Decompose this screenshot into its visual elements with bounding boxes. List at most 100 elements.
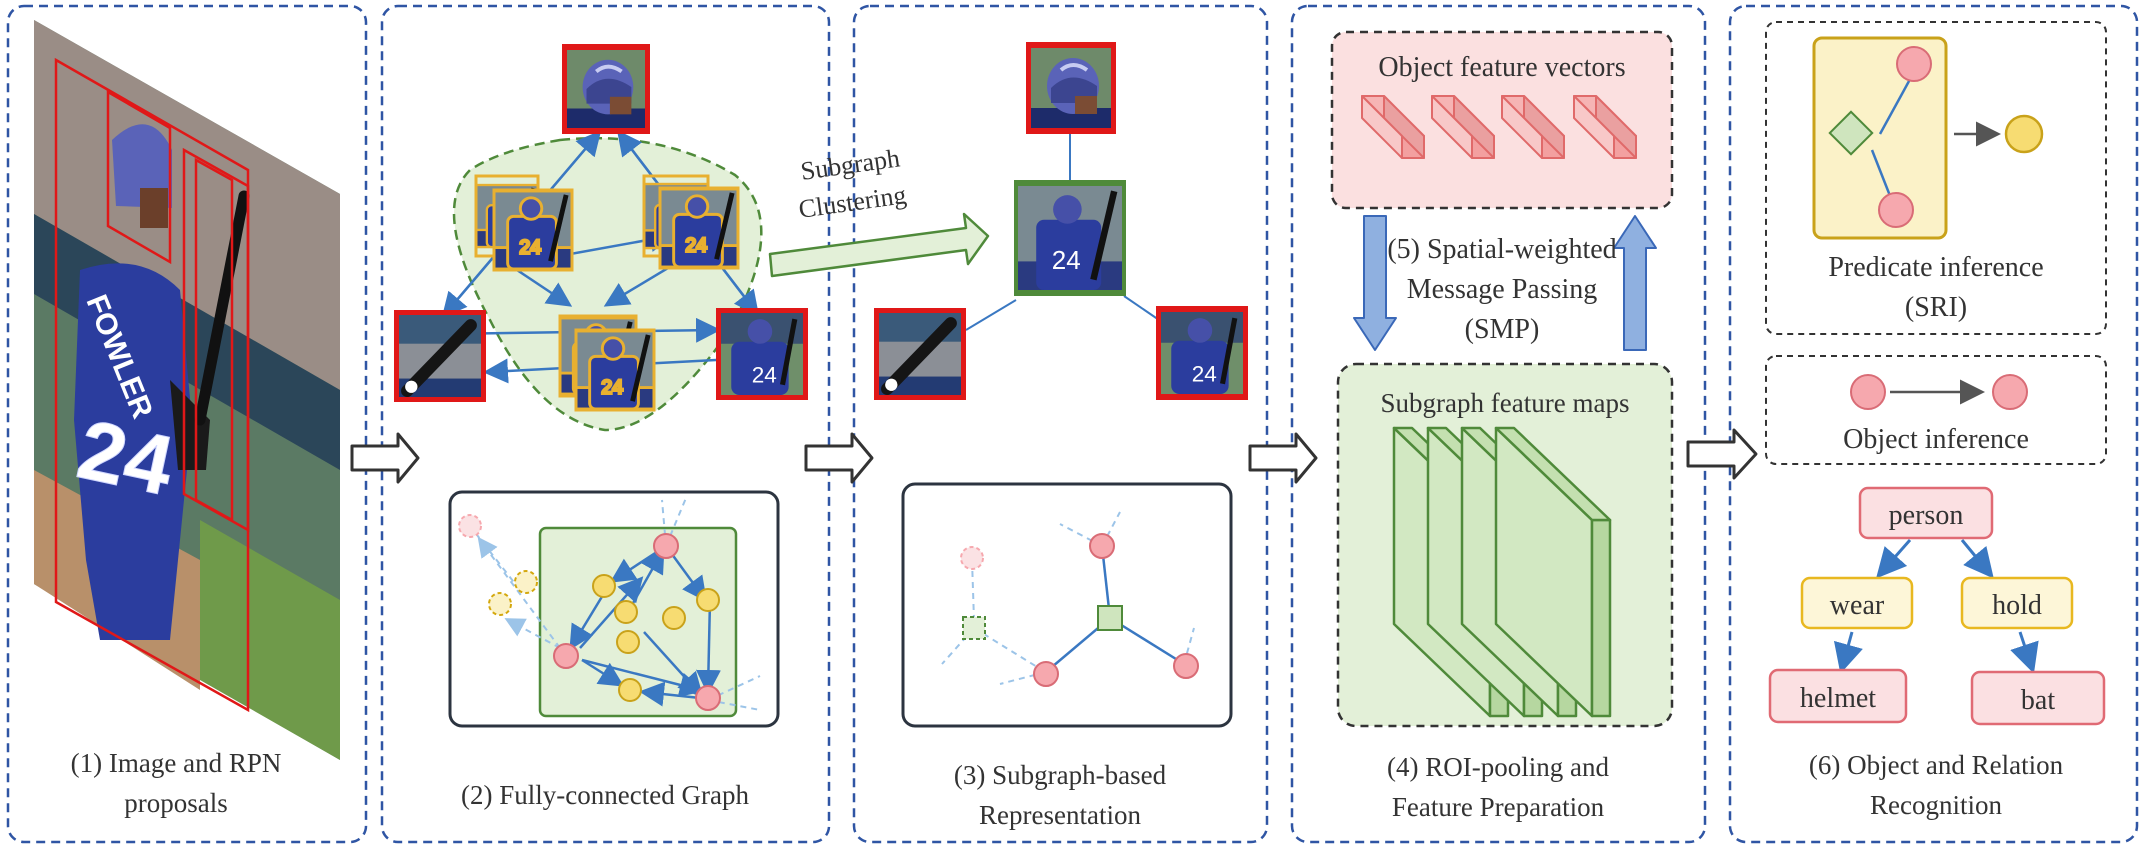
predicate-subgraph-node	[1828, 110, 1874, 156]
subgraph-representation	[874, 42, 1248, 400]
caption-4-line-1: (4) ROI-pooling and	[1387, 752, 1609, 782]
person-crop	[1161, 312, 1243, 394]
edge	[626, 547, 665, 613]
predicate-subgraph-card	[1812, 36, 1948, 240]
object-inference-label: Object inference	[1843, 424, 2029, 455]
node-subgraph	[662, 606, 686, 630]
scene-node-helmet	[1768, 668, 1908, 724]
node-object-ghost	[960, 546, 984, 570]
object-proposals	[394, 44, 808, 402]
panel-3-border	[852, 4, 1269, 844]
node-subgraph	[592, 574, 616, 598]
node-subgraph	[618, 678, 642, 702]
node-object	[1173, 653, 1199, 679]
bat-crop	[879, 313, 961, 395]
message-passing-arrows	[1353, 215, 1657, 351]
edge	[581, 658, 625, 687]
panel-1-border	[6, 4, 368, 844]
predicate-label-line-1: Predicate inference	[1828, 252, 2043, 283]
abstract-graph-nodes	[458, 514, 721, 711]
caption-6-line-1: (6) Object and Relation	[1809, 750, 2064, 780]
caption-3-line-2: Representation	[979, 800, 1141, 830]
panel-4-border	[1290, 4, 1707, 844]
clustering-label-line-1: Subgraph	[799, 143, 902, 186]
image-grass	[200, 520, 340, 760]
subgraph-abstract-frame	[901, 482, 1233, 728]
proposal-box-helmet	[106, 89, 172, 265]
scene-node-bat-label: bat	[2021, 685, 2055, 716]
proposal-box-torso	[194, 157, 234, 523]
predicate-object-node	[1896, 46, 1932, 82]
node-subgraph	[614, 600, 638, 624]
edge	[695, 599, 721, 695]
feature-vector	[1361, 95, 1425, 159]
scene-graph: person wear hold helmet bat	[1768, 486, 2106, 726]
edge	[643, 631, 704, 698]
bat-shape	[194, 190, 250, 426]
node-subgraph-ghost	[488, 592, 512, 616]
scene-node-wear-label: wear	[1830, 590, 1885, 621]
subgraph-feature-maps	[1392, 426, 1612, 718]
caption-6-line-2: Recognition	[1870, 790, 2002, 820]
panel-2-border	[380, 4, 831, 844]
image-crowd	[34, 20, 340, 390]
predicate-output-node	[2004, 114, 2044, 154]
jersey-number: 24	[70, 402, 181, 513]
helmet-crop	[567, 49, 645, 129]
player-face	[140, 188, 168, 228]
object-inference-output	[1992, 374, 2028, 410]
caption-3-line-1: (3) Subgraph-based	[954, 760, 1167, 790]
caption-1-line-2: proposals	[124, 788, 228, 818]
node-subgraph-ghost	[962, 616, 986, 640]
predicate-object-node	[1878, 192, 1914, 228]
node-object	[653, 533, 679, 559]
feature-vector	[1431, 95, 1495, 159]
person-crop	[721, 313, 803, 395]
clustering-label-line-2: Clustering	[797, 180, 908, 224]
proposal-box-person	[54, 57, 250, 713]
up-arrow	[1613, 215, 1657, 351]
subgraph-abstract-graph	[941, 511, 1199, 687]
scene-node-person-label: person	[1889, 500, 1964, 531]
stage-arrows	[350, 428, 1758, 484]
subgraph-crop	[1018, 186, 1122, 290]
node-object	[695, 685, 721, 711]
player-arm	[170, 380, 210, 470]
scene-node-person	[1858, 486, 1994, 540]
object-inference-input	[1850, 374, 1886, 410]
node-subgraph-ghost	[514, 570, 538, 594]
node-object	[1033, 661, 1059, 687]
subgraph-box	[574, 328, 656, 412]
clustering-arrow: Subgraph Clustering	[768, 143, 990, 278]
caption-1-line-1: (1) Image and RPN	[71, 748, 282, 778]
feature-map	[1494, 426, 1612, 718]
panel-borders	[6, 4, 2139, 844]
subgraph-box	[492, 188, 574, 272]
node-object-ghost	[458, 514, 482, 538]
node-subgraph	[1097, 605, 1123, 631]
node-subgraph	[616, 630, 640, 654]
down-arrow	[1353, 215, 1397, 351]
smp-line-1: (5) Spatial-weighted	[1387, 234, 1616, 265]
edge	[569, 589, 608, 651]
panel-6-border	[1728, 4, 2139, 844]
scene-node-bat	[1970, 670, 2106, 726]
caption-4-line-2: Feature Preparation	[1392, 792, 1605, 822]
predicate-label-line-2: (SRI)	[1905, 292, 1967, 323]
subgraph-feature-title: Subgraph feature maps	[1381, 388, 1630, 418]
stage-arrow-1	[350, 432, 420, 484]
node-subgraph	[696, 588, 720, 612]
caption-2: (2) Fully-connected Graph	[461, 780, 749, 810]
object-feature-box	[1330, 30, 1674, 210]
subgraph-proposals	[474, 174, 740, 412]
object-feature-title: Object feature vectors	[1378, 52, 1625, 83]
smp-line-3: (SMP)	[1465, 314, 1540, 345]
scene-node-wear	[1800, 576, 1914, 630]
stage-arrow-4	[1686, 428, 1758, 480]
scene-node-hold	[1960, 576, 2074, 630]
smp-line-2: Message Passing	[1407, 274, 1598, 305]
input-image: FOWLER 24	[34, 20, 340, 760]
node-object	[1089, 533, 1115, 559]
scene-node-helmet-label: helmet	[1800, 683, 1876, 714]
